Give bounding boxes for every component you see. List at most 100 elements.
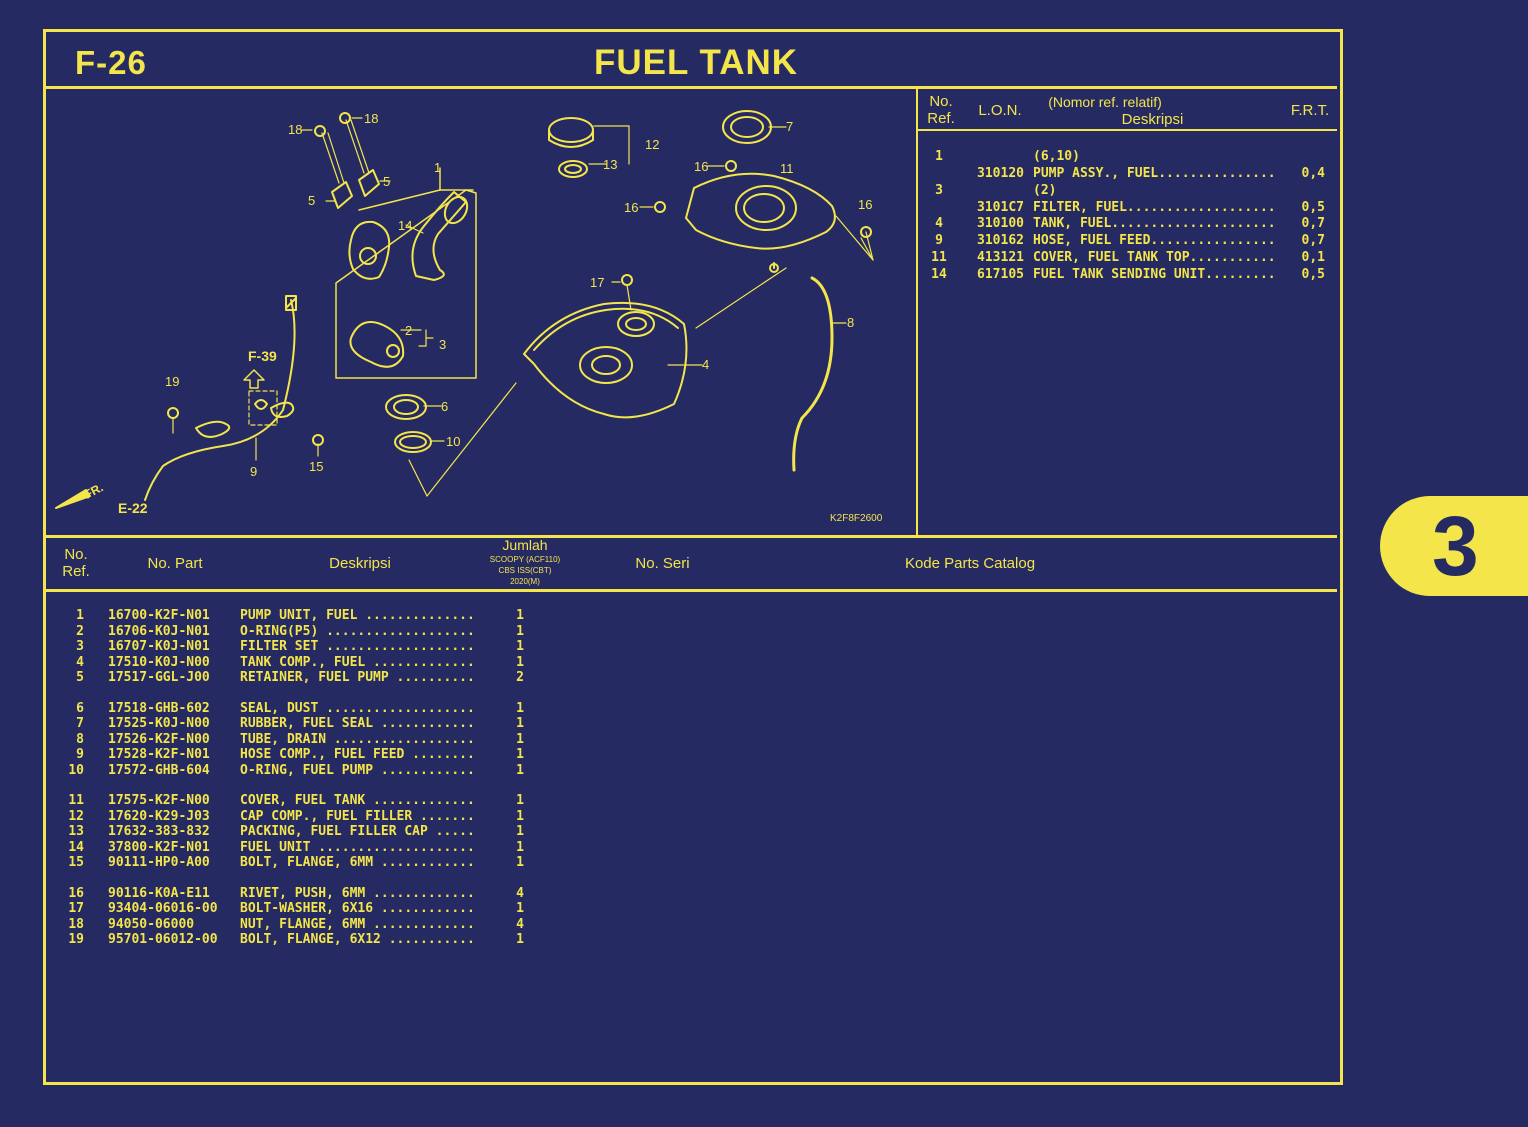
frt-row-desc: COVER, FUEL TANK TOP...........	[1033, 250, 1276, 265]
part-row-qty: 1	[516, 901, 524, 916]
frt-row-frt: 0,7	[1301, 233, 1325, 248]
part-row-qty: 1	[516, 762, 524, 778]
part-row-ref: 1	[76, 608, 84, 623]
part-row-number: 17517-GGL-J00	[108, 670, 210, 685]
part-row-desc: RETAINER, FUEL PUMP ..........	[240, 670, 475, 685]
frt-row-desc: HOSE, FUEL FEED................	[1033, 233, 1276, 248]
front-arrow	[55, 489, 91, 509]
frt-row-ref	[924, 166, 954, 182]
frt-row-ref	[924, 200, 954, 216]
part-row-number: 17632-383-832	[108, 824, 210, 839]
part-row-qty: 1	[516, 932, 524, 947]
frt-row-frt	[1290, 149, 1325, 165]
callout-16-right: 16	[858, 197, 873, 212]
part-row-qty: 4	[516, 885, 524, 901]
diagram-divider	[916, 88, 918, 536]
part-row-qty: 1	[516, 716, 524, 731]
frt-header-deskripsi: Deskripsi	[1121, 111, 1184, 128]
part-row-number: 93404-06016-00	[108, 901, 218, 916]
f39-arrow	[243, 369, 265, 389]
part-row-ref: 14	[68, 839, 84, 855]
callout-5-right: 5	[383, 174, 391, 189]
frt-row-ref: 3	[935, 183, 943, 198]
part-row-desc: O-RING, FUEL PUMP ............	[240, 762, 475, 778]
frt-header-nomor-ref: (Nomor ref. relatif)	[1048, 94, 1162, 110]
part-row-qty: 1	[516, 654, 524, 670]
bolt-19	[167, 407, 179, 419]
frt-row-desc: (6,10)	[1033, 149, 1080, 164]
callout-2: 2	[405, 323, 413, 338]
exploded-diagram	[55, 110, 874, 509]
part-row-qty: 1	[516, 700, 524, 716]
part-row-desc: RUBBER, FUEL SEAL ............	[240, 716, 475, 731]
callout-16-left: 16	[624, 200, 639, 215]
part-row-desc: CAP COMP., FUEL FILLER .......	[240, 808, 475, 824]
callout-10: 10	[446, 434, 461, 449]
part-row-desc: TUBE, DRAIN ..................	[240, 731, 475, 747]
table-top-divider	[46, 535, 1337, 538]
fuel-tank-4	[523, 301, 688, 419]
part-row-qty: 1	[516, 623, 524, 639]
part-row-desc: COVER, FUEL TANK .............	[240, 793, 475, 808]
frt-row-frt	[1290, 183, 1325, 199]
frt-row-desc: FILTER, FUEL...................	[1033, 200, 1276, 215]
callout-16-top: 16	[694, 159, 709, 174]
ref-f39: F-39	[248, 348, 277, 364]
part-row-number: 16706-K0J-N01	[108, 623, 210, 639]
frt-row-lon: 617105	[977, 267, 1024, 282]
part-row-number: 17525-K0J-N00	[108, 716, 210, 731]
part-row-qty: 2	[516, 670, 524, 685]
frt-header-lon: L.O.N.	[978, 102, 1022, 119]
fuel-feed-hose-9	[144, 299, 296, 501]
o-ring-10	[394, 431, 432, 453]
frt-row-frt: 0,5	[1301, 200, 1325, 215]
frt-row-frt: 0,5	[1301, 267, 1325, 282]
nut-18-right	[339, 112, 351, 124]
frt-row-lon: 310120	[977, 166, 1024, 181]
part-row-number: 17526-K2F-N00	[108, 731, 210, 747]
drain-tube-8	[792, 276, 834, 472]
part-row-ref: 18	[68, 916, 84, 932]
cover-fuel-tank-11	[685, 172, 836, 250]
part-row-desc: BOLT, FLANGE, 6X12 ...........	[240, 932, 475, 947]
part-row-qty: 1	[516, 824, 524, 839]
part-row-number: 17572-GHB-604	[108, 762, 210, 778]
frt-row-lon: 310162	[977, 233, 1024, 248]
part-row-qty: 1	[516, 639, 524, 654]
part-row-desc: SEAL, DUST ...................	[240, 700, 475, 716]
frt-row-frt: 0,4	[1301, 166, 1325, 181]
parts-header-deskripsi: Deskripsi	[329, 555, 391, 572]
nut-18-left	[314, 125, 326, 137]
part-row-qty: 1	[516, 608, 524, 623]
part-row-ref: 13	[68, 824, 84, 839]
part-row-ref: 8	[76, 731, 84, 747]
part-row-desc: O-RING(P5) ...................	[240, 623, 475, 639]
chapter-tab-number: 3	[1432, 499, 1479, 593]
rivet-16-top	[725, 160, 737, 172]
filler-cap-12	[548, 117, 594, 143]
pump-assembly-bracket	[335, 189, 477, 379]
seal-dust-6	[385, 394, 427, 420]
parts-header-no-ref: No. Ref.	[62, 546, 90, 580]
page-title: FUEL TANK	[594, 43, 799, 82]
part-row-qty: 1	[516, 839, 524, 855]
part-row-number: 17528-K2F-N01	[108, 747, 210, 762]
frt-row-ref: 1	[935, 149, 943, 164]
page-frame	[43, 29, 1343, 1085]
frt-row-ref: 14	[931, 267, 947, 282]
bolt-washer-17	[621, 274, 633, 286]
packing-13	[558, 160, 588, 178]
chapter-tab[interactable]: 3	[1380, 496, 1528, 596]
frt-row-lon	[966, 149, 1024, 165]
part-row-desc: RIVET, PUSH, 6MM .............	[240, 885, 475, 901]
part-row-ref: 6	[76, 700, 84, 716]
part-row-desc: FUEL UNIT ....................	[240, 839, 475, 855]
part-row-ref: 17	[68, 901, 84, 916]
part-row-number: 37800-K2F-N01	[108, 839, 210, 855]
part-row-desc: NUT, FLANGE, 6MM .............	[240, 916, 475, 932]
part-row-ref: 2	[76, 623, 84, 639]
part-row-ref: 4	[76, 654, 84, 670]
part-row-number: 17620-K29-J03	[108, 808, 210, 824]
part-row-number: 90116-K0A-E11	[108, 885, 210, 901]
frt-row-desc: TANK, FUEL.....................	[1033, 216, 1276, 231]
